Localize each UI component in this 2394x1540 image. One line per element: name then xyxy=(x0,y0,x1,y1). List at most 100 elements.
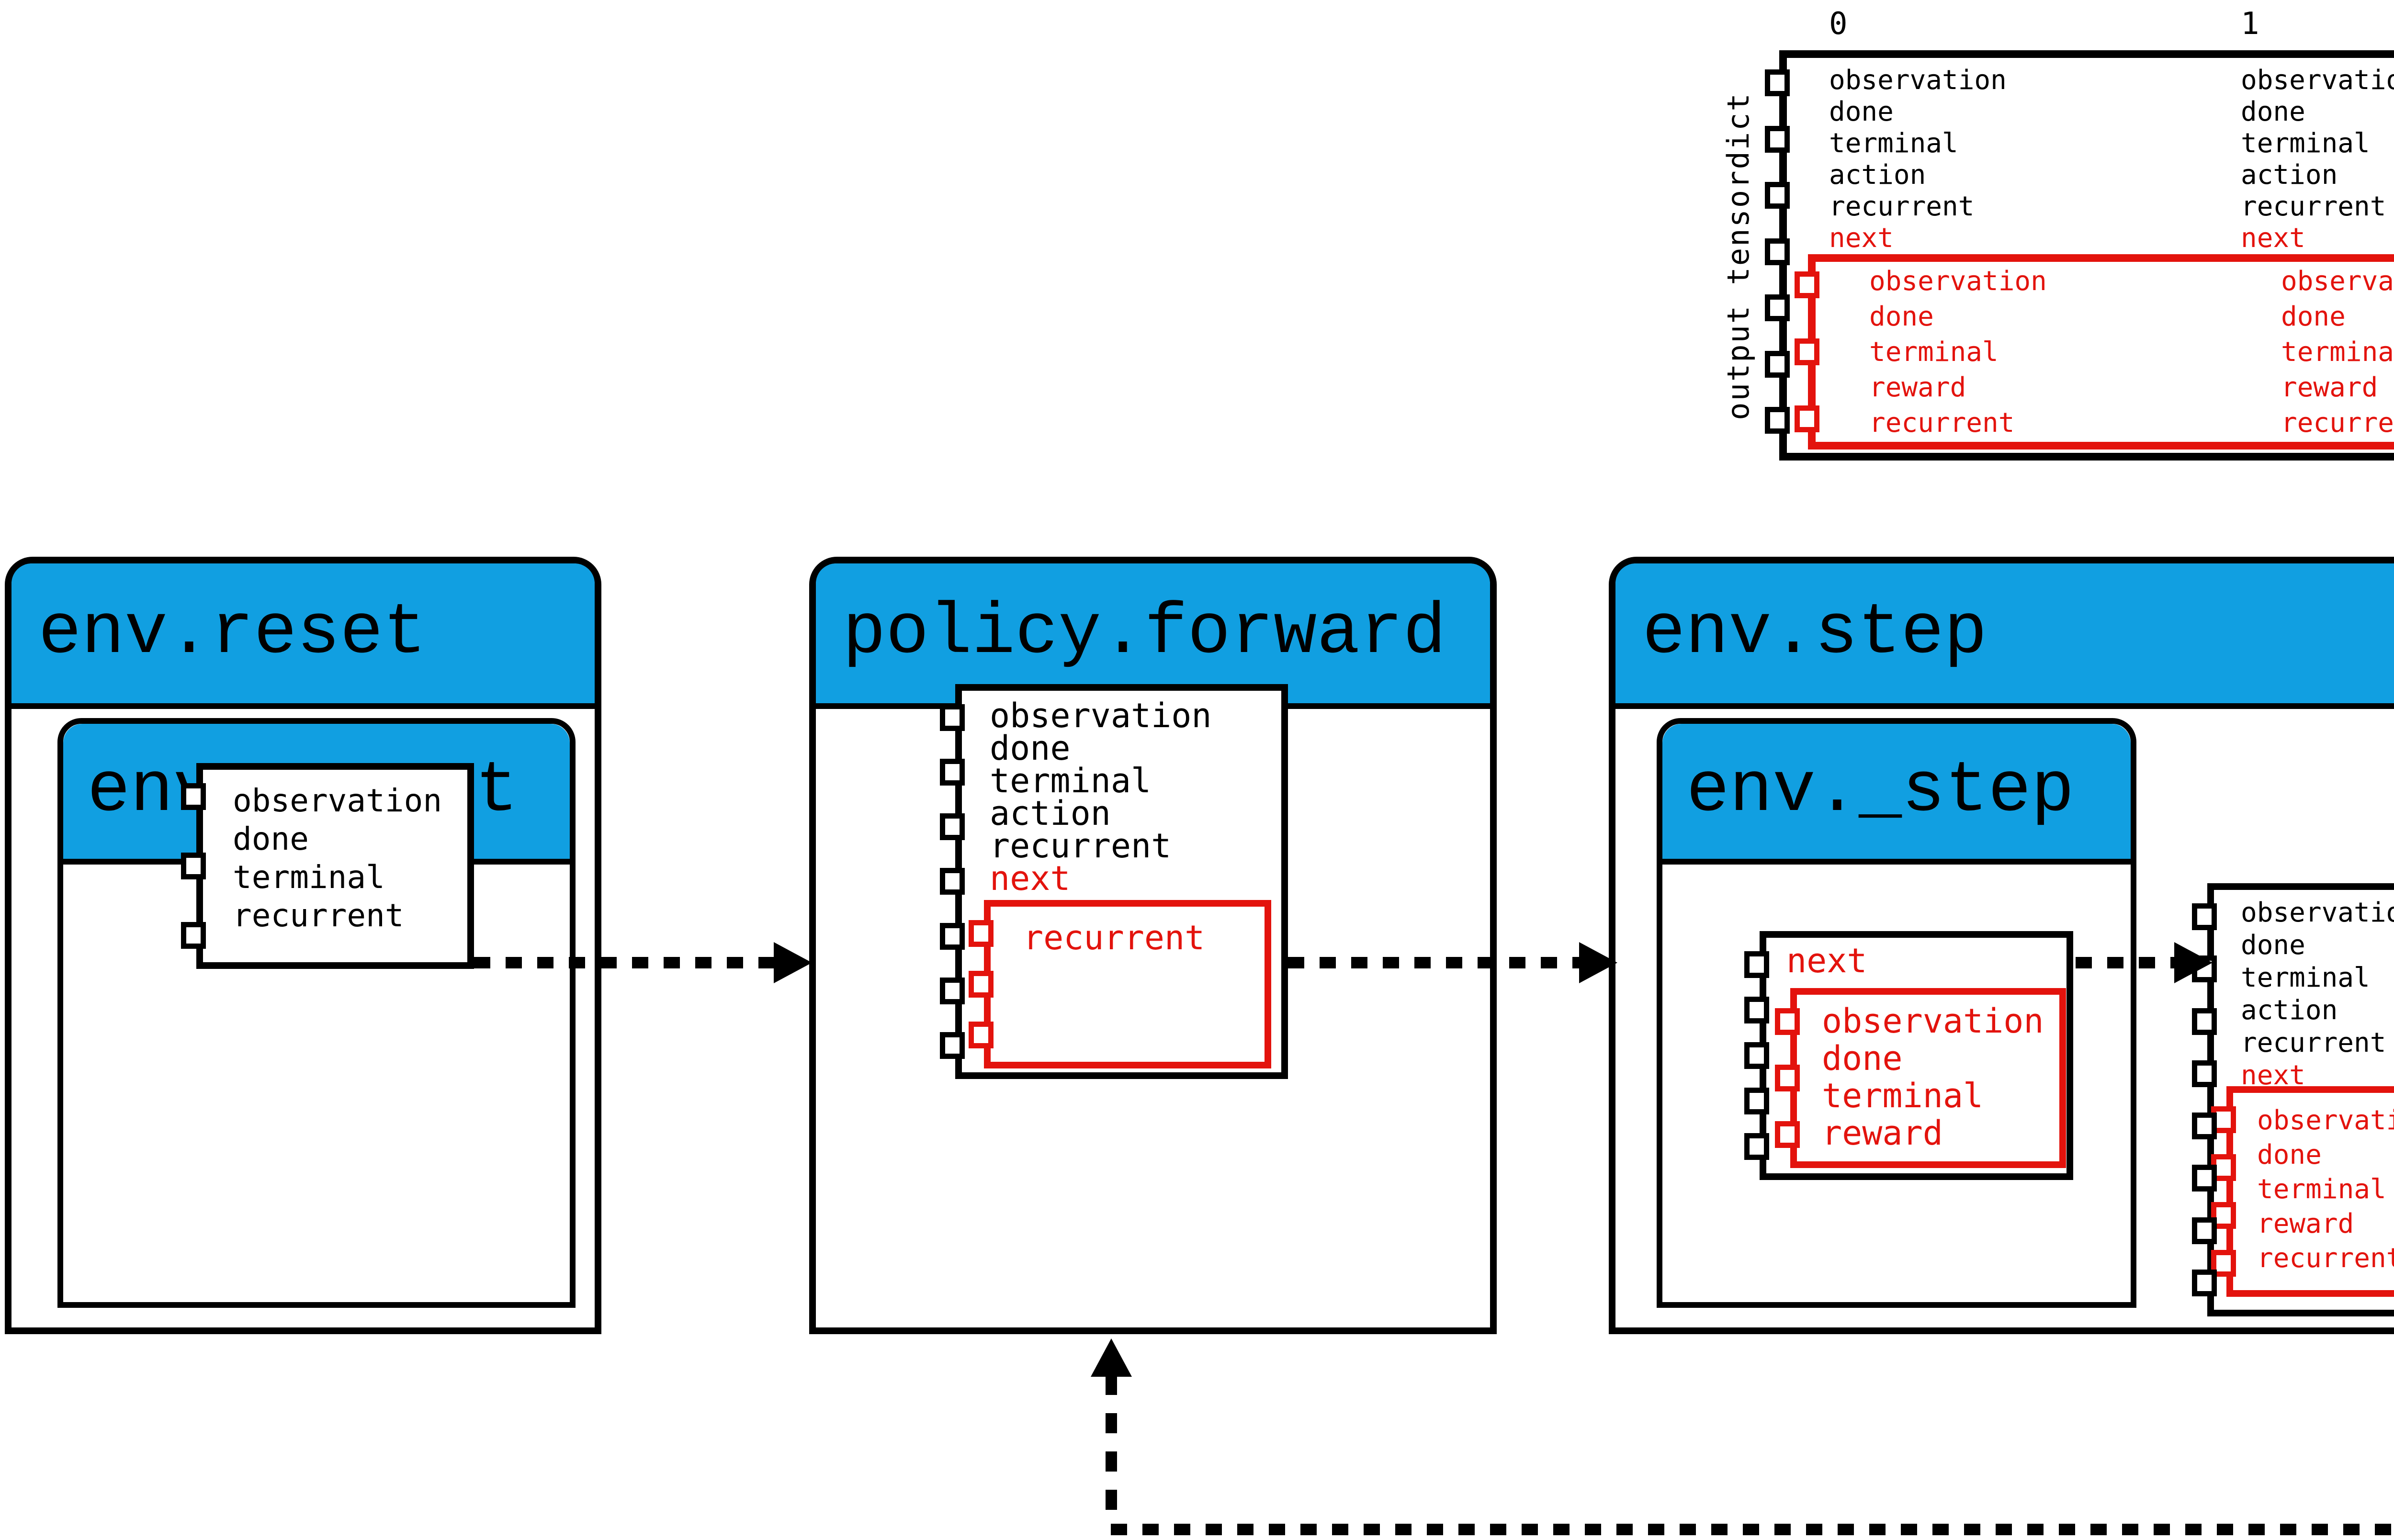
chain-link-icon xyxy=(1775,1121,1800,1148)
chain-link-icon xyxy=(2192,1113,2217,1140)
chain-link-icon xyxy=(2192,1269,2217,1296)
td-key: reward xyxy=(2281,372,2378,403)
chain-link-icon xyxy=(1795,271,1819,298)
td-key: done xyxy=(2257,1139,2322,1170)
chain-link-icon xyxy=(2192,1165,2217,1192)
td-key: done xyxy=(2241,930,2305,961)
td-key: terminal xyxy=(990,761,1152,800)
td-key: recurrent xyxy=(2241,1027,2386,1058)
env-reset-box: env.reset env._reset observationdoneterm… xyxy=(5,557,601,1334)
chain-link-icon xyxy=(969,1022,994,1048)
chain-link-icon xyxy=(1795,338,1819,365)
td-key: done xyxy=(1869,301,1934,332)
chain-link-icon xyxy=(1765,407,1790,434)
arrow-inner-step-to-output-head-icon xyxy=(2174,942,2213,983)
step-inner-tensordict-links xyxy=(1744,951,1772,1160)
td-key: recurrent xyxy=(1869,407,2015,438)
td-key: observation xyxy=(2241,65,2394,96)
td-key: recurrent xyxy=(2241,191,2386,222)
td-key: terminal xyxy=(1829,128,1958,159)
feedback-arrow-head-icon xyxy=(1091,1338,1132,1377)
chain-link-icon xyxy=(2192,903,2217,930)
td-key: observation xyxy=(2281,266,2394,297)
td-key: observation xyxy=(2257,1105,2394,1136)
arrow-reset-to-policy-head-icon xyxy=(774,942,812,983)
td-key: done xyxy=(2241,96,2305,127)
td-key: recurrent xyxy=(1023,918,1205,957)
env-step-inner-header: env._step xyxy=(1662,724,2131,865)
table-left-links xyxy=(1765,69,1793,434)
chain-link-icon xyxy=(2192,1060,2217,1087)
td-key: recurrent xyxy=(2281,407,2394,438)
chain-link-icon xyxy=(1744,1088,1769,1114)
table-next-links xyxy=(1795,271,1822,432)
step-inner-next-links xyxy=(1775,1008,1803,1148)
chain-link-icon xyxy=(1775,1065,1800,1091)
chain-link-icon xyxy=(1775,1008,1800,1035)
td-key: observation xyxy=(2241,897,2394,928)
policy-forward-title: policy.forward xyxy=(843,593,1446,674)
chain-link-icon xyxy=(1765,125,1790,153)
chain-link-icon xyxy=(1765,238,1790,265)
table-column-headers: 0123 xyxy=(1829,3,2394,45)
chain-link-icon xyxy=(940,977,965,1004)
chain-link-icon xyxy=(940,759,965,786)
td-key: action xyxy=(2241,995,2338,1026)
td-key: done xyxy=(990,729,1071,768)
td-key: 1 xyxy=(2241,6,2259,42)
env-step-inner-title: env._step xyxy=(1686,751,2075,832)
chain-link-icon xyxy=(1765,294,1790,321)
td-key: recurrent xyxy=(1829,191,1975,222)
chain-link-icon xyxy=(181,853,206,879)
chain-link-icon xyxy=(940,868,965,895)
chain-link-icon xyxy=(1765,350,1790,378)
chain-link-icon xyxy=(1765,69,1790,96)
td-key: observation xyxy=(1822,1001,2044,1041)
td-key-next: next xyxy=(2241,1060,2305,1091)
arrow-policy-to-step-head-icon xyxy=(1579,942,1617,983)
td-key: done xyxy=(1822,1039,1903,1078)
td-key: action xyxy=(1829,159,1926,191)
feedback-line-across xyxy=(1111,1524,2394,1535)
td-key: terminal xyxy=(233,859,385,896)
td-key: done xyxy=(233,821,309,857)
chain-link-icon xyxy=(1744,997,1769,1023)
chain-link-icon xyxy=(940,922,965,950)
td-key: observation xyxy=(233,782,442,819)
env-step-header: env.step xyxy=(1615,563,2394,709)
chain-link-icon xyxy=(1765,182,1790,209)
td-key: recurrent xyxy=(233,897,404,934)
feedback-line-up xyxy=(1106,1375,1117,1524)
chain-link-icon xyxy=(940,1032,965,1059)
td-key: reward xyxy=(1869,372,1966,403)
arrow-inner-step-to-output xyxy=(2076,957,2174,968)
policy-next-tensordict-box: recurrent xyxy=(969,900,1271,1068)
table-side-label: output tensordict xyxy=(1720,92,1756,420)
chain-link-icon xyxy=(1744,1042,1769,1069)
chain-link-icon xyxy=(2192,1008,2217,1035)
td-key: terminal xyxy=(2241,962,2370,993)
policy-tensordict-links xyxy=(940,704,968,1059)
env-step-title: env.step xyxy=(1642,593,1987,674)
chain-link-icon xyxy=(2211,1202,2236,1229)
env-reset-inner-box: env._reset observationdoneterminalrecurr… xyxy=(57,718,576,1308)
td-key: terminal xyxy=(2257,1174,2386,1205)
chain-link-icon xyxy=(1744,951,1769,978)
chain-link-icon xyxy=(181,783,206,810)
td-key-next: next xyxy=(990,859,1071,898)
td-key: action xyxy=(2241,159,2338,191)
td-key: reward xyxy=(1822,1113,1943,1153)
chain-link-icon xyxy=(940,704,965,731)
td-key-next: next xyxy=(1786,941,1867,980)
